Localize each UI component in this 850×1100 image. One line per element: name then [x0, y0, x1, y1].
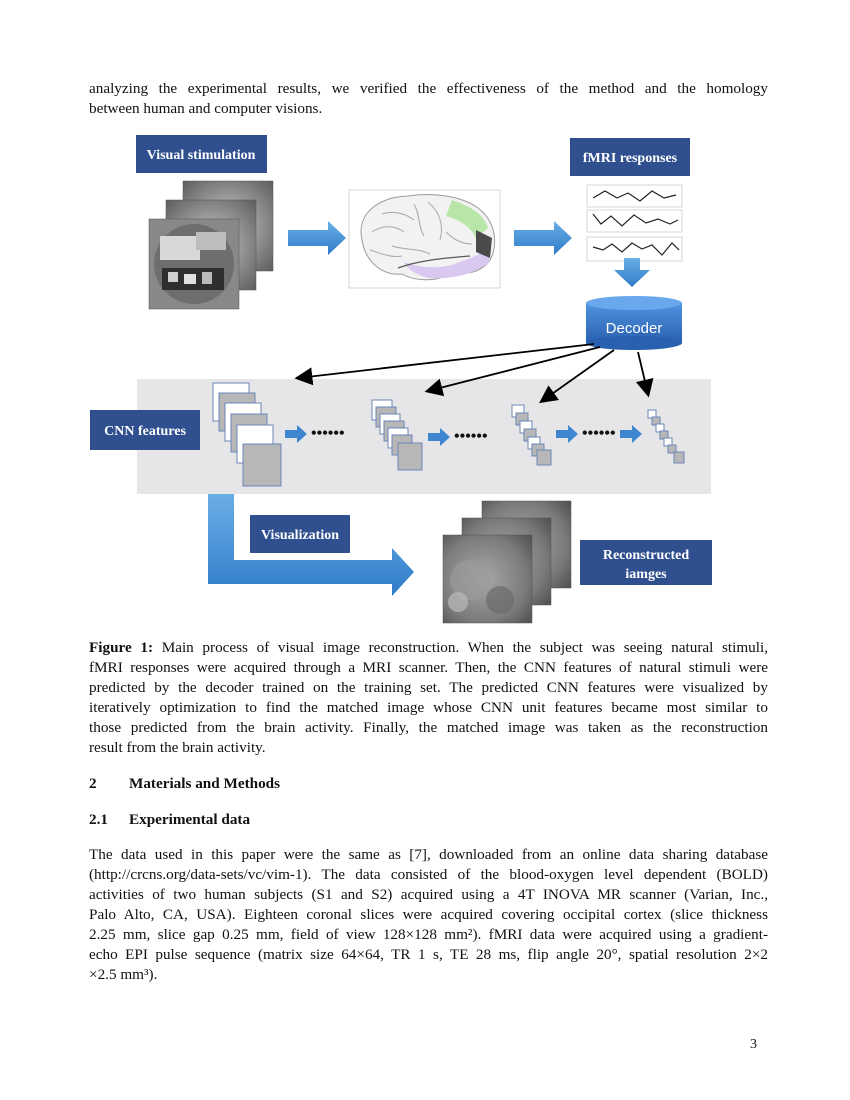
reconstructed-label-line1: Reconstructed — [603, 548, 690, 563]
caption-line: those predicted from the brain activity.… — [89, 719, 768, 736]
forward-arrow-3 — [556, 425, 578, 443]
body-line: 2.25 mm, slice gap 0.25 mm, field of vie… — [89, 926, 768, 943]
body-line: echo EPI pulse sequence (matrix size 64×… — [89, 946, 768, 963]
reconstructed-image-stack — [442, 500, 572, 624]
ellipsis-1: •••••• — [311, 425, 345, 442]
cnn-layer-stack-4 — [647, 409, 685, 464]
intro-paragraph: analyzing the experimental results, we v… — [89, 79, 768, 119]
body-line: (http://crcns.org/data-sets/vc/vim-1). T… — [89, 866, 768, 883]
visualization-arrow — [208, 494, 414, 596]
cnn-layer-stack-3 — [511, 404, 552, 466]
visualization-box: Visualization — [250, 515, 350, 553]
ellipsis-2: •••••• — [454, 428, 488, 445]
decoder-cylinder: Decoder — [586, 296, 682, 350]
arrow-to-brain — [288, 221, 346, 255]
section-title: Materials and Methods — [129, 775, 281, 792]
subsection-title: Experimental data — [129, 811, 251, 828]
arrow-to-fmri — [514, 221, 572, 255]
decoder-arrows — [294, 343, 654, 404]
body-line: The data used in this paper were the sam… — [89, 846, 768, 863]
section-number: 2 — [89, 775, 97, 792]
arrow-to-decoder — [614, 258, 650, 287]
section-heading: 2 Materials and Methods — [89, 775, 280, 793]
visual-stimulation-label: Visual stimulation — [147, 148, 256, 163]
intro-line: between human and computer visions. — [89, 100, 323, 117]
cnn-layer-stack-2 — [371, 399, 423, 471]
fmri-responses-label: fMRI responses — [583, 151, 678, 166]
cnn-layer-stack-1 — [212, 382, 282, 487]
decoder-label: Decoder — [606, 320, 663, 337]
caption-line: predicted by the decoder trained on the … — [89, 679, 768, 696]
cnn-features-label: CNN features — [104, 424, 186, 439]
visual-stimulation-box: Visual stimulation — [136, 135, 267, 173]
caption-line: fMRI responses were acquired through a M… — [89, 659, 768, 676]
body-line: activities of two human subjects (S1 and… — [89, 886, 768, 903]
intro-line: analyzing the experimental results, we v… — [89, 80, 768, 97]
caption-label: Figure 1: — [89, 639, 154, 656]
figure-1-diagram: Visual stimulation fMRI responses — [90, 135, 712, 624]
brain-image — [348, 189, 501, 289]
body-line: ×2.5 mm³). — [89, 966, 158, 983]
forward-arrow-2 — [428, 428, 450, 446]
body-line: Palo Alto, CA, USA). Eighteen coronal sl… — [89, 906, 768, 923]
visualization-label: Visualization — [261, 528, 339, 543]
reconstructed-images-box: Reconstructed iamges — [580, 540, 712, 585]
subsection-heading: 2.1 Experimental data — [89, 811, 250, 829]
forward-arrow-1 — [285, 425, 307, 443]
caption-line: result from the brain activity. — [89, 739, 266, 756]
caption-line: Figure 1: Main process of visual image r… — [89, 639, 768, 656]
reconstructed-label-line2: iamges — [625, 567, 667, 582]
ellipsis-3: •••••• — [582, 425, 616, 442]
cnn-features-box: CNN features — [90, 410, 200, 450]
caption-line: iteratively optimization to find the mat… — [89, 699, 768, 716]
stimulus-image-stack — [148, 180, 274, 310]
fmri-responses-box: fMRI responses — [570, 138, 690, 176]
fmri-traces — [586, 184, 683, 262]
subsection-number: 2.1 — [89, 811, 108, 828]
body-paragraph: The data used in this paper were the sam… — [89, 845, 768, 985]
page-number: 3 — [750, 1037, 757, 1052]
forward-arrow-4 — [620, 425, 642, 443]
figure-caption: Figure 1: Main process of visual image r… — [89, 638, 768, 758]
